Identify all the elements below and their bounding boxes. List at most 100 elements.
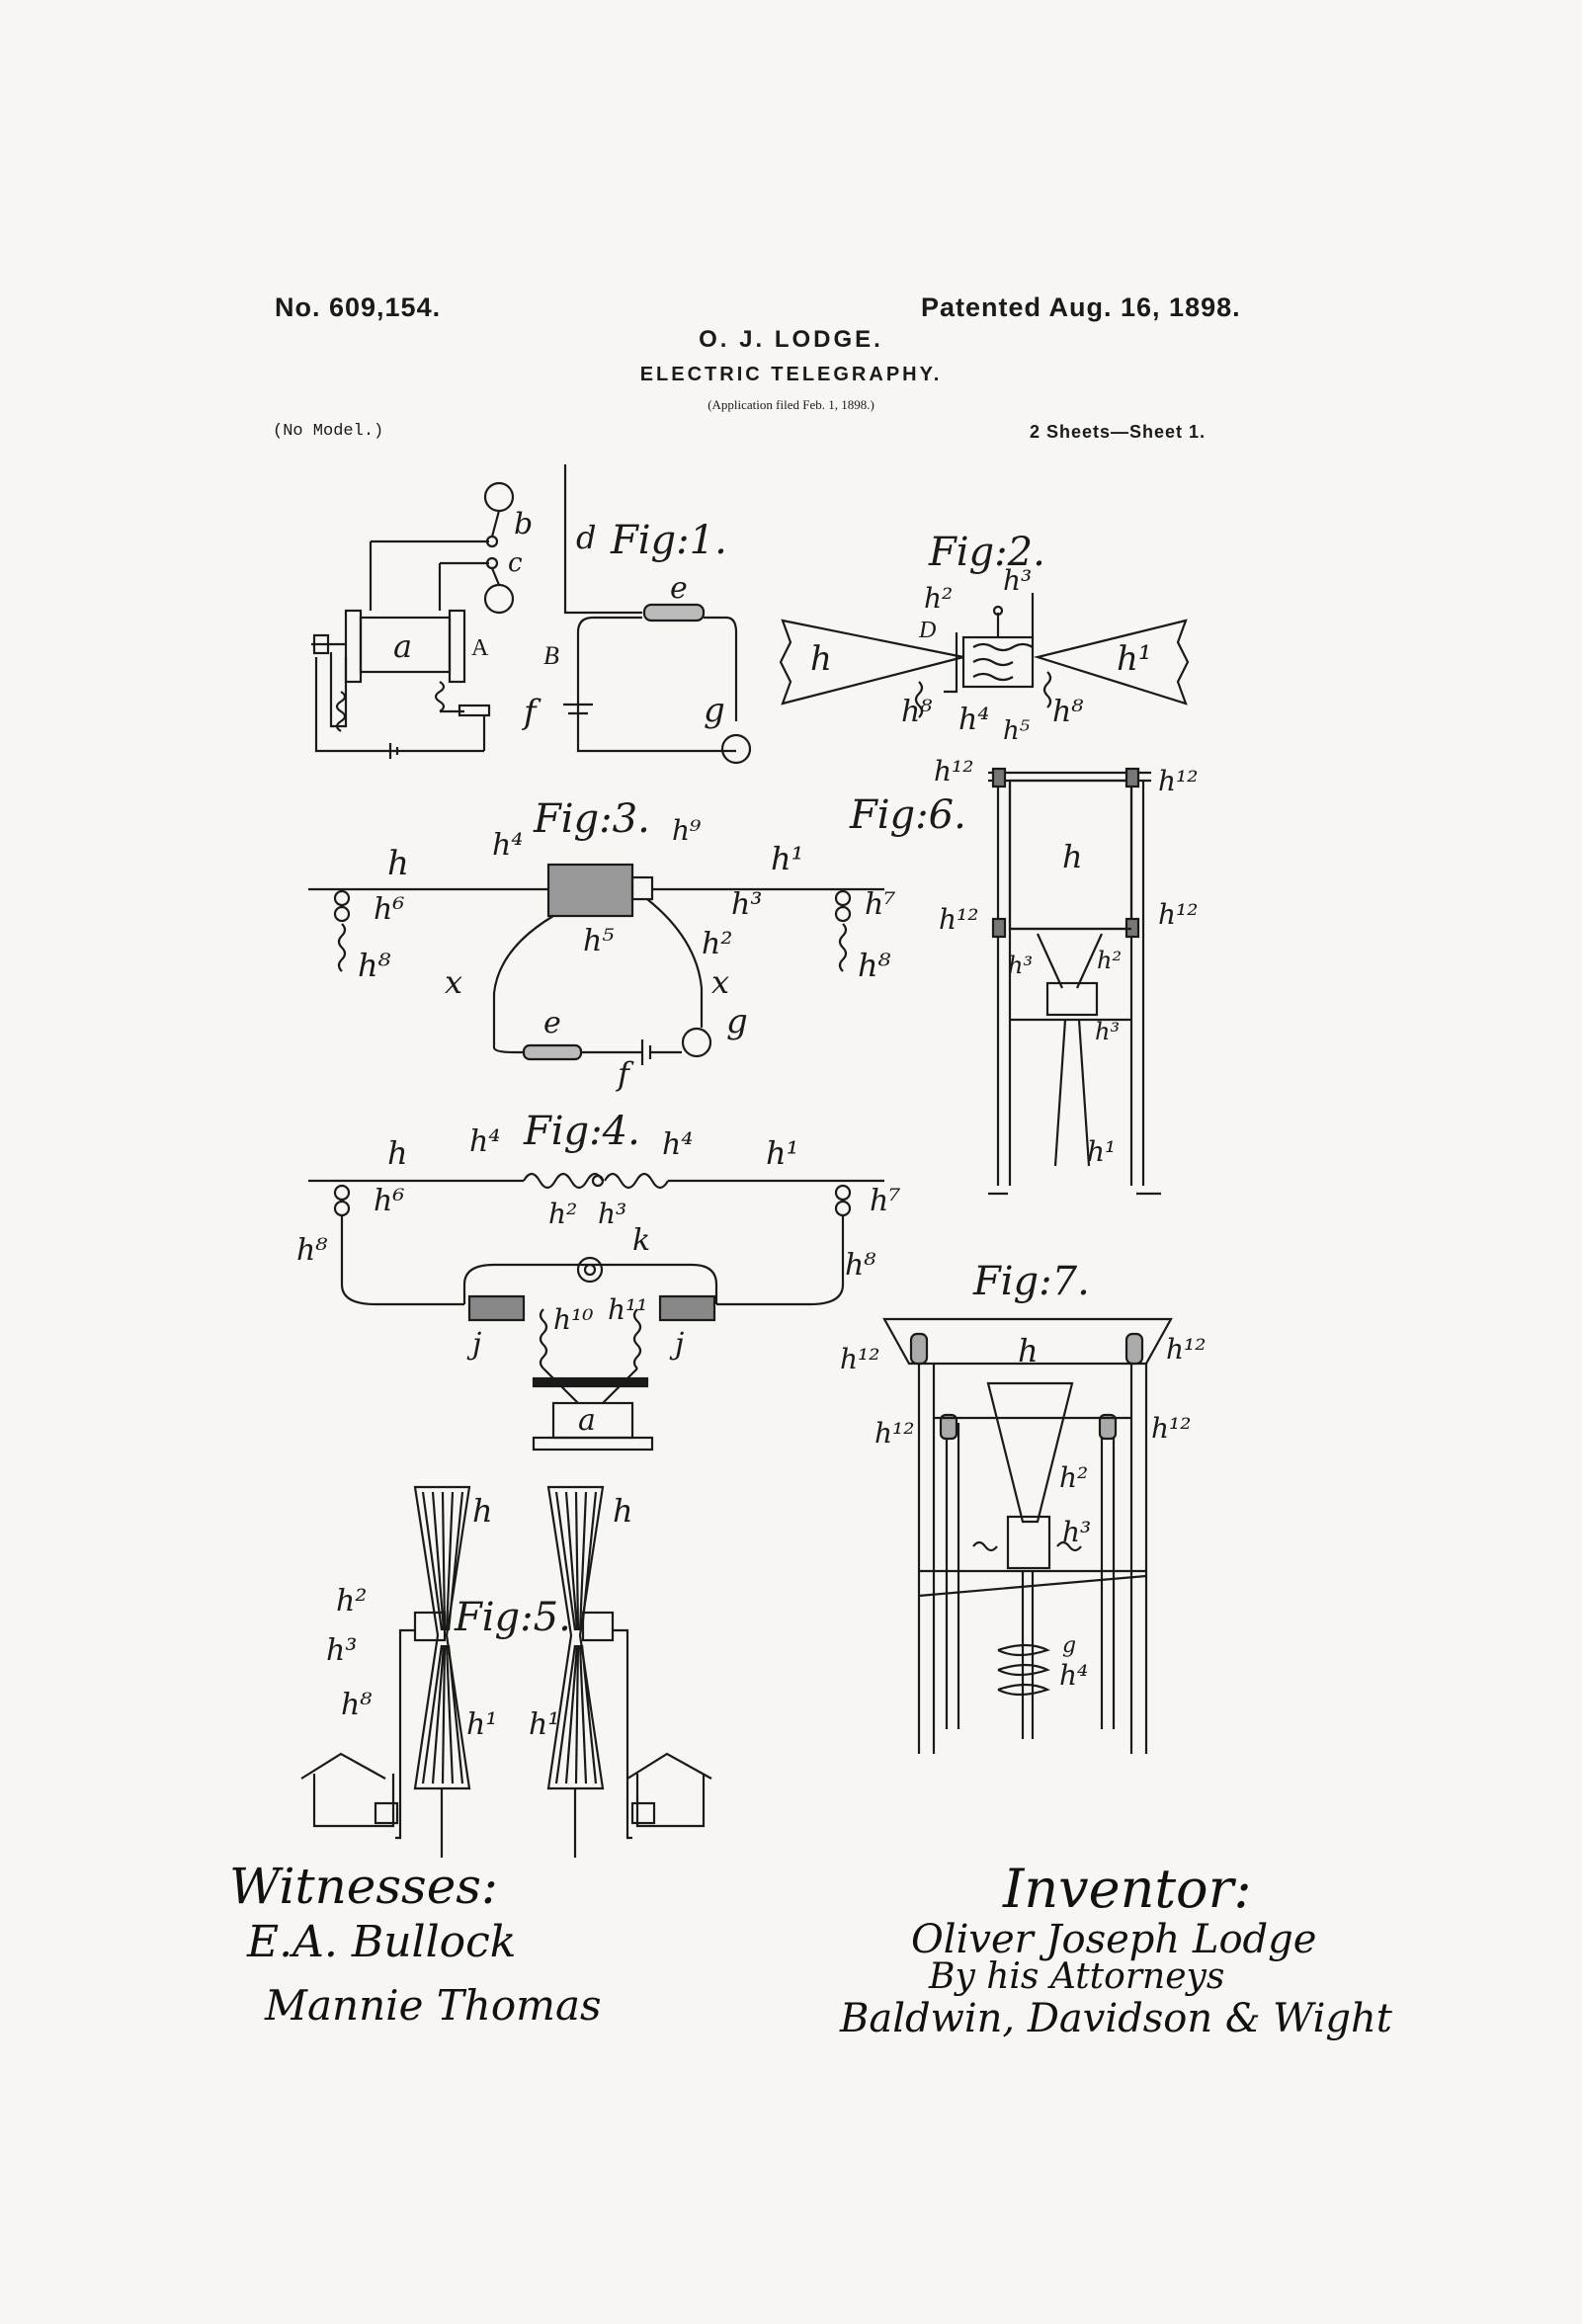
svg-text:c: c [508,548,523,578]
inventor-label: Inventor: [1003,1858,1252,1920]
svg-text:h¹²: h¹² [1166,1333,1206,1366]
svg-text:h¹: h¹ [771,840,803,877]
svg-text:h⁸: h⁸ [296,1233,327,1268]
svg-text:h¹¹: h¹¹ [608,1293,647,1326]
svg-text:e: e [543,1006,561,1040]
fig7-label: Fig:7. [972,1259,1090,1304]
svg-text:h²: h² [548,1198,577,1230]
svg-text:h⁴: h⁴ [958,703,989,737]
svg-text:h³: h³ [326,1633,357,1668]
svg-text:a: a [578,1403,596,1438]
svg-text:h⁸: h⁸ [341,1688,372,1722]
svg-text:h¹: h¹ [766,1134,798,1172]
fig1-label: Fig:1. [610,518,727,563]
fig4-label: Fig:4. [523,1109,640,1154]
figure-3: Fig:3. h h⁴ h⁹ h¹ h⁶ h⁵ h³ h² h⁷ h⁸ h⁸ x… [308,796,895,1093]
svg-text:h¹²: h¹² [939,903,978,936]
svg-text:h³: h³ [1008,952,1033,979]
svg-text:h⁷: h⁷ [865,887,895,922]
svg-text:h¹²: h¹² [840,1343,879,1375]
svg-text:h²: h² [1059,1461,1088,1494]
witness-signature-2: Mannie Thomas [265,1981,602,2030]
svg-text:f: f [616,1055,634,1093]
svg-text:h²: h² [1097,947,1122,974]
svg-text:f: f [521,693,541,732]
figure-2: Fig:2. h h¹ h² h³ D h⁸ h⁴ h⁵ h⁸ [779,530,1190,746]
svg-text:e: e [670,571,688,606]
svg-text:h⁴: h⁴ [469,1124,500,1159]
svg-text:h⁴: h⁴ [1059,1659,1088,1692]
svg-text:h¹²: h¹² [1151,1412,1191,1445]
svg-text:h⁸: h⁸ [858,947,891,984]
svg-text:h³: h³ [731,887,762,922]
svg-text:h: h [1018,1332,1039,1370]
svg-text:k: k [632,1223,650,1258]
svg-text:h²: h² [924,582,953,615]
svg-text:h⁸: h⁸ [358,947,391,984]
svg-text:h⁸: h⁸ [1052,695,1083,729]
svg-text:h¹²: h¹² [934,755,973,788]
svg-text:h¹: h¹ [1117,639,1152,679]
patent-number: No. 609,154. [275,292,442,322]
filing-date: (Application filed Feb. 1, 1898.) [708,397,874,412]
figure-1: Fig:1. b c a A d e [311,464,752,765]
svg-text:h: h [1062,838,1083,875]
fig3-label: Fig:3. [533,796,650,842]
model-note: (No Model.) [273,422,384,441]
svg-text:g: g [1062,1633,1076,1658]
svg-text:h¹: h¹ [466,1707,497,1742]
svg-text:h¹: h¹ [529,1707,559,1742]
svg-text:A: A [471,635,489,661]
svg-text:h⁶: h⁶ [374,892,404,927]
svg-text:h: h [472,1492,493,1530]
svg-text:h³: h³ [1003,564,1032,597]
sheet-count: 2 Sheets—Sheet 1. [1030,422,1207,442]
svg-text:x: x [711,963,729,1001]
svg-text:b: b [514,507,533,541]
patent-title: ELECTRIC TELEGRAPHY. [639,364,943,385]
svg-text:h⁸: h⁸ [901,695,932,729]
svg-text:h²: h² [702,927,732,961]
svg-text:h⁴: h⁴ [662,1127,693,1162]
svg-text:h: h [613,1492,633,1530]
fig5-label: Fig:5. [454,1595,571,1640]
attorney-note: By his Attorneys [929,1956,1225,1997]
svg-text:h⁶: h⁶ [374,1184,404,1218]
witness-signature-1: E.A. Bullock [247,1917,517,1967]
figure-6: Fig:6. h¹² h¹² h h¹² h¹² h³ h² h³ h¹ [849,755,1198,1196]
svg-text:B: B [543,641,559,670]
svg-text:h¹: h¹ [1087,1135,1116,1168]
svg-text:h⁸: h⁸ [845,1248,875,1283]
svg-text:h⁹: h⁹ [672,814,702,847]
inventor-name-header: O. J. LODGE. [699,326,883,353]
svg-text:g: g [704,691,725,730]
figure-7: Fig:7. h¹² h h¹² h¹² h¹² h² h³ g h⁴ [840,1259,1206,1754]
figure-5: Fig:5. h h² h³ h⁸ h¹ h h¹ [300,1485,712,1858]
svg-text:h³: h³ [1095,1018,1120,1045]
svg-text:h³: h³ [1062,1516,1091,1548]
svg-text:j: j [669,1327,684,1362]
svg-text:h: h [810,639,832,679]
svg-text:j: j [466,1327,481,1362]
svg-text:h³: h³ [598,1198,626,1230]
patent-date: Patented Aug. 16, 1898. [921,292,1241,322]
svg-text:h: h [387,1134,408,1172]
svg-text:D: D [918,618,936,643]
svg-text:h¹²: h¹² [1158,898,1198,931]
svg-text:h²: h² [336,1584,367,1618]
svg-text:x: x [445,963,462,1001]
inventor-signature: Oliver Joseph Lodge [911,1917,1317,1962]
svg-text:h⁵: h⁵ [1003,716,1031,746]
svg-text:g: g [726,1002,748,1041]
svg-text:h: h [387,844,409,883]
svg-text:h¹²: h¹² [874,1417,914,1450]
svg-text:h¹⁰: h¹⁰ [553,1303,593,1336]
witnesses-label: Witnesses: [229,1858,498,1915]
svg-text:h⁵: h⁵ [583,924,614,958]
fig2-label: Fig:2. [928,530,1045,575]
svg-text:h⁷: h⁷ [870,1184,900,1218]
svg-text:h⁴: h⁴ [492,828,523,863]
fig6-label: Fig:6. [849,792,966,838]
figure-4: Fig:4. a h h⁴ h⁴ h¹ h⁶ h² h³ h⁷ h⁸ h⁸ [296,1109,900,1452]
